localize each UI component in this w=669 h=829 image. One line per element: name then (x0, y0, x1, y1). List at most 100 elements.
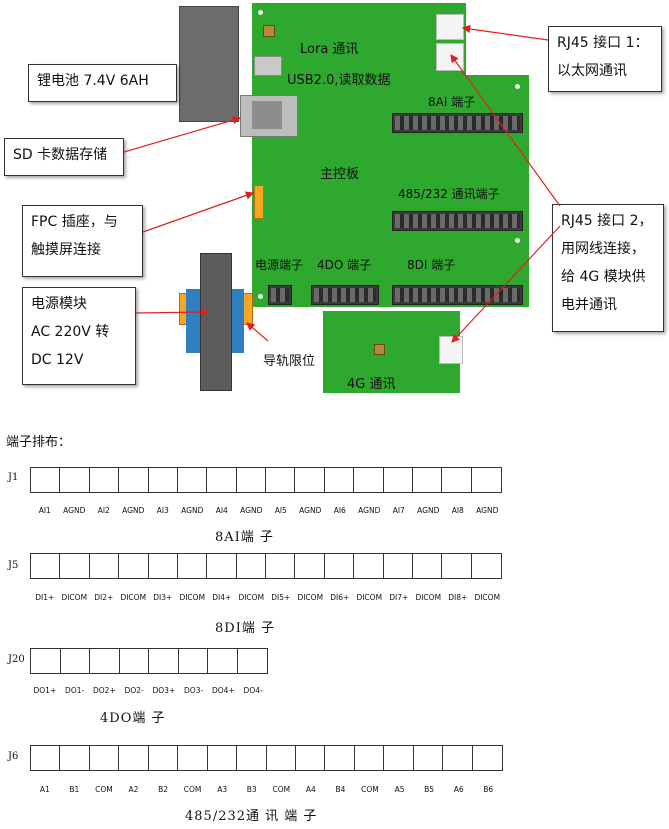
terminal-pin-label: B5 (424, 785, 435, 794)
callout-rj45-2-line2: 用网线连接， (561, 241, 645, 257)
terminal-pin-label: DI7+ (389, 593, 409, 602)
lora-chip (263, 25, 275, 37)
arrow-rj45-2-bottom (451, 225, 561, 343)
arrow-sd (123, 115, 242, 153)
terminal-pin (119, 746, 149, 770)
terminal-pin-label: AGND (358, 506, 381, 515)
terminal-pin-label: AGND (63, 506, 86, 515)
terminal-j1-id: J1 (8, 472, 19, 483)
terminal-pin-label: COM (272, 785, 291, 794)
4g-label: 4G 通讯 (347, 377, 396, 392)
terminal-pin (60, 468, 90, 492)
terminal-pin-label: DI5+ (271, 593, 291, 602)
terminal-pin (208, 746, 238, 770)
ai8-label: 8AI 端子 (428, 95, 476, 109)
terminal-pin-label: DO2+ (93, 686, 116, 695)
terminal-pin (267, 746, 296, 770)
terminal-pin (149, 649, 179, 673)
terminal-pin-label: DI8+ (448, 593, 468, 602)
terminal-pin-label: COM (361, 785, 379, 794)
terminal-pin-label: COM (95, 785, 113, 794)
callout-rj45-1-line2: 以太网通讯 (557, 63, 627, 79)
terminal-pin (266, 554, 296, 578)
terminal-pin-label: A3 (217, 785, 228, 794)
terminal-pin (442, 554, 472, 578)
terminal-pin (325, 468, 355, 492)
terminal-j6-pins (30, 745, 503, 771)
terminal-pin-label: AI5 (274, 506, 287, 515)
terminal-pin (60, 746, 90, 770)
power-module-left (186, 289, 200, 353)
terminal-pin-label: DICOM (179, 593, 206, 602)
terminal-pin-label: AI8 (451, 506, 464, 515)
terminal-pin-label: B3 (246, 785, 257, 794)
terminal-pin (31, 554, 61, 578)
terminal-pin-label: A4 (305, 785, 316, 794)
terminal-pin (60, 554, 90, 578)
power-terminal-label: 电源端子 (255, 258, 304, 272)
terminal-8di (392, 285, 523, 305)
terminal-pin (31, 746, 61, 770)
terminal-pin-label: DO3- (184, 686, 204, 695)
terminal-pin-label: AGND (417, 506, 440, 515)
terminal-485-232 (392, 211, 523, 231)
terminal-pin (384, 554, 413, 578)
terminal-pin-label: AGND (181, 506, 204, 515)
hardware-diagram: Lora 通讯 USB2.0,读取数据 8AI 端子 主控板 485/232 通… (4, 3, 664, 393)
terminal-pin (61, 649, 90, 673)
terminal-pin (207, 554, 237, 578)
terminal-pin (413, 554, 443, 578)
terminal-pin-label: A2 (128, 785, 139, 794)
terminal-pin-label: DO1- (65, 686, 85, 695)
terminal-pin (442, 468, 472, 492)
terminal-pin-label: AGND (299, 506, 322, 515)
terminal-pin (237, 554, 266, 578)
terminal-pin-label: COM (183, 785, 202, 794)
terminal-pin-label: AGND (122, 506, 145, 515)
terminal-pin-label: DO4- (243, 686, 263, 695)
terminal-pin (355, 746, 385, 770)
terminal-pin (208, 649, 238, 673)
terminal-pin-label: DO1+ (33, 686, 57, 695)
terminal-pin (179, 649, 208, 673)
callout-sd: SD 卡数据存储 (4, 138, 124, 176)
8di-label: 8DI 端子 (407, 258, 456, 272)
arrow-rail (246, 322, 269, 342)
terminal-pin-label: DICOM (297, 593, 324, 602)
terminal-pin (149, 746, 179, 770)
terminal-pin (473, 746, 502, 770)
terminal-pin (325, 554, 355, 578)
terminal-pin-label: A5 (394, 785, 405, 794)
terminal-pin-label: AI6 (333, 506, 346, 515)
terminal-pin-label: DI2+ (94, 593, 114, 602)
terminal-4do (311, 285, 379, 305)
callout-fpc: FPC 插座，与 触摸屏连接 (22, 205, 143, 277)
callout-fpc-line1: FPC 插座，与 (31, 214, 118, 230)
callout-power-line2: AC 220V 转 (31, 324, 110, 340)
callout-rj45-2: RJ45 接口 2， 用网线连接， 给 4G 模块供 电并通讯 (552, 204, 664, 332)
fpc-connector (254, 185, 264, 219)
terminal-pin (149, 468, 178, 492)
callout-rj45-2-line3: 给 4G 模块供 (561, 269, 646, 285)
callout-sd-text: SD 卡数据存储 (13, 147, 108, 163)
battery-pack (179, 6, 239, 122)
mount-hole (515, 238, 520, 243)
arrow-rj45-1 (461, 24, 549, 41)
terminal-pin-label: DICOM (474, 593, 501, 602)
arrow-rj45-2-top (450, 54, 561, 207)
terminal-pin-label: AI7 (392, 506, 405, 515)
terminal-pin (354, 468, 384, 492)
main-board (252, 3, 466, 75)
terminal-pin (384, 746, 414, 770)
callout-rj45-1-line1: RJ45 接口 1： (557, 35, 649, 51)
terminal-pin (237, 746, 267, 770)
terminal-pin (31, 649, 61, 673)
mount-hole (258, 294, 263, 299)
terminal-pin (296, 746, 326, 770)
power-module-body (200, 253, 232, 391)
terminal-pin-label: DICOM (120, 593, 147, 602)
terminal-pin (443, 746, 473, 770)
terminal-pin (266, 468, 296, 492)
terminal-pin-label: AGND (476, 506, 499, 515)
terminal-pin-label: B6 (483, 785, 494, 794)
